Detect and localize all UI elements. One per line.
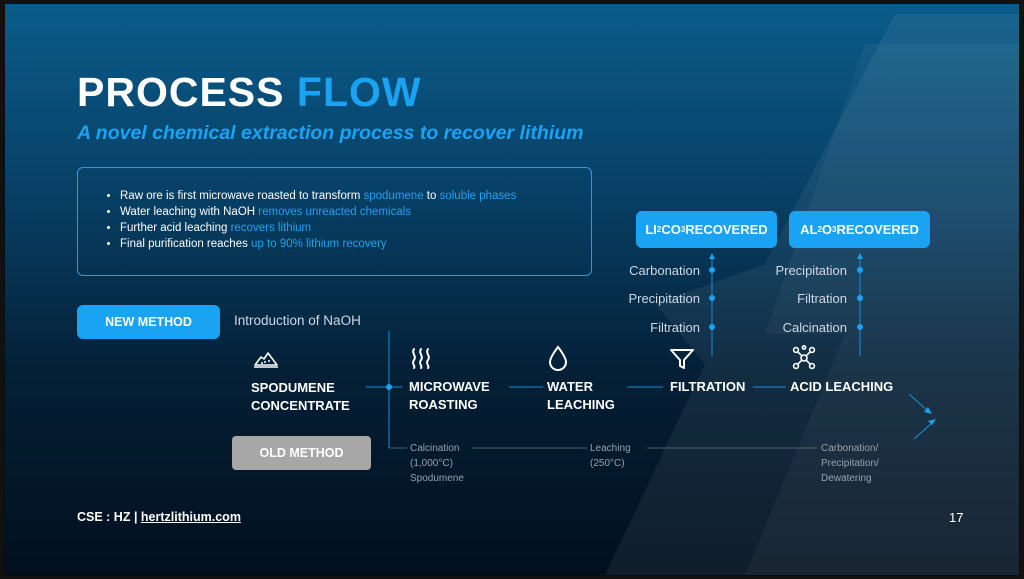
water-drop-icon xyxy=(548,345,568,371)
summary-bullet: Final purification reaches up to 90% lit… xyxy=(120,236,591,252)
flow-connectors xyxy=(366,253,936,449)
step-filtration: FILTRATION xyxy=(670,379,746,394)
old-step-calcination: Calcination(1,000°C)Spodumene xyxy=(410,443,464,484)
page-title: PROCESS FLOW xyxy=(77,69,422,116)
title-main: PROCESS xyxy=(77,69,285,115)
molecule-icon xyxy=(792,345,816,370)
al-substep: Calcination xyxy=(782,320,847,335)
slide: PROCESS FLOW A novel chemical extraction… xyxy=(4,3,1020,576)
ore-pile-icon xyxy=(254,352,278,368)
naoh-introduction-label: Introduction of NaOH xyxy=(234,313,361,328)
li-substep: Precipitation xyxy=(628,291,700,306)
funnel-icon xyxy=(670,349,694,369)
summary-bullet: Further acid leaching recovers lithium xyxy=(120,220,591,236)
page-number: 17 xyxy=(949,510,964,525)
footer-ticker: CSE : HZ | xyxy=(77,510,141,524)
li-substep: Filtration xyxy=(650,320,700,335)
footer: CSE : HZ | hertzlithium.com xyxy=(77,510,241,524)
al-substep: Filtration xyxy=(797,291,847,306)
step-acid-leaching: ACID LEACHING xyxy=(790,379,894,394)
old-step-carbonation: Carbonation/Precipitation/Dewatering xyxy=(821,443,879,484)
page-subtitle: A novel chemical extraction process to r… xyxy=(77,122,584,144)
new-method-label: NEW METHOD xyxy=(77,305,220,339)
summary-bullet: Raw ore is first microwave roasted to tr… xyxy=(120,188,591,204)
heat-waves-icon xyxy=(412,348,430,369)
li-substep: Carbonation xyxy=(629,263,700,278)
summary-list: Raw ore is first microwave roasted to tr… xyxy=(78,168,591,252)
title-accent: FLOW xyxy=(296,69,422,115)
summary-bullet: Water leaching with NaOH removes unreact… xyxy=(120,204,591,220)
summary-box: Raw ore is first microwave roasted to tr… xyxy=(77,167,592,276)
al-substep: Precipitation xyxy=(775,263,847,278)
old-method-label: OLD METHOD xyxy=(232,436,371,470)
lightning-bolt-background xyxy=(605,14,1019,575)
footer-website-link[interactable]: hertzlithium.com xyxy=(140,510,241,524)
old-step-leaching: Leaching(250°C) xyxy=(590,443,631,469)
